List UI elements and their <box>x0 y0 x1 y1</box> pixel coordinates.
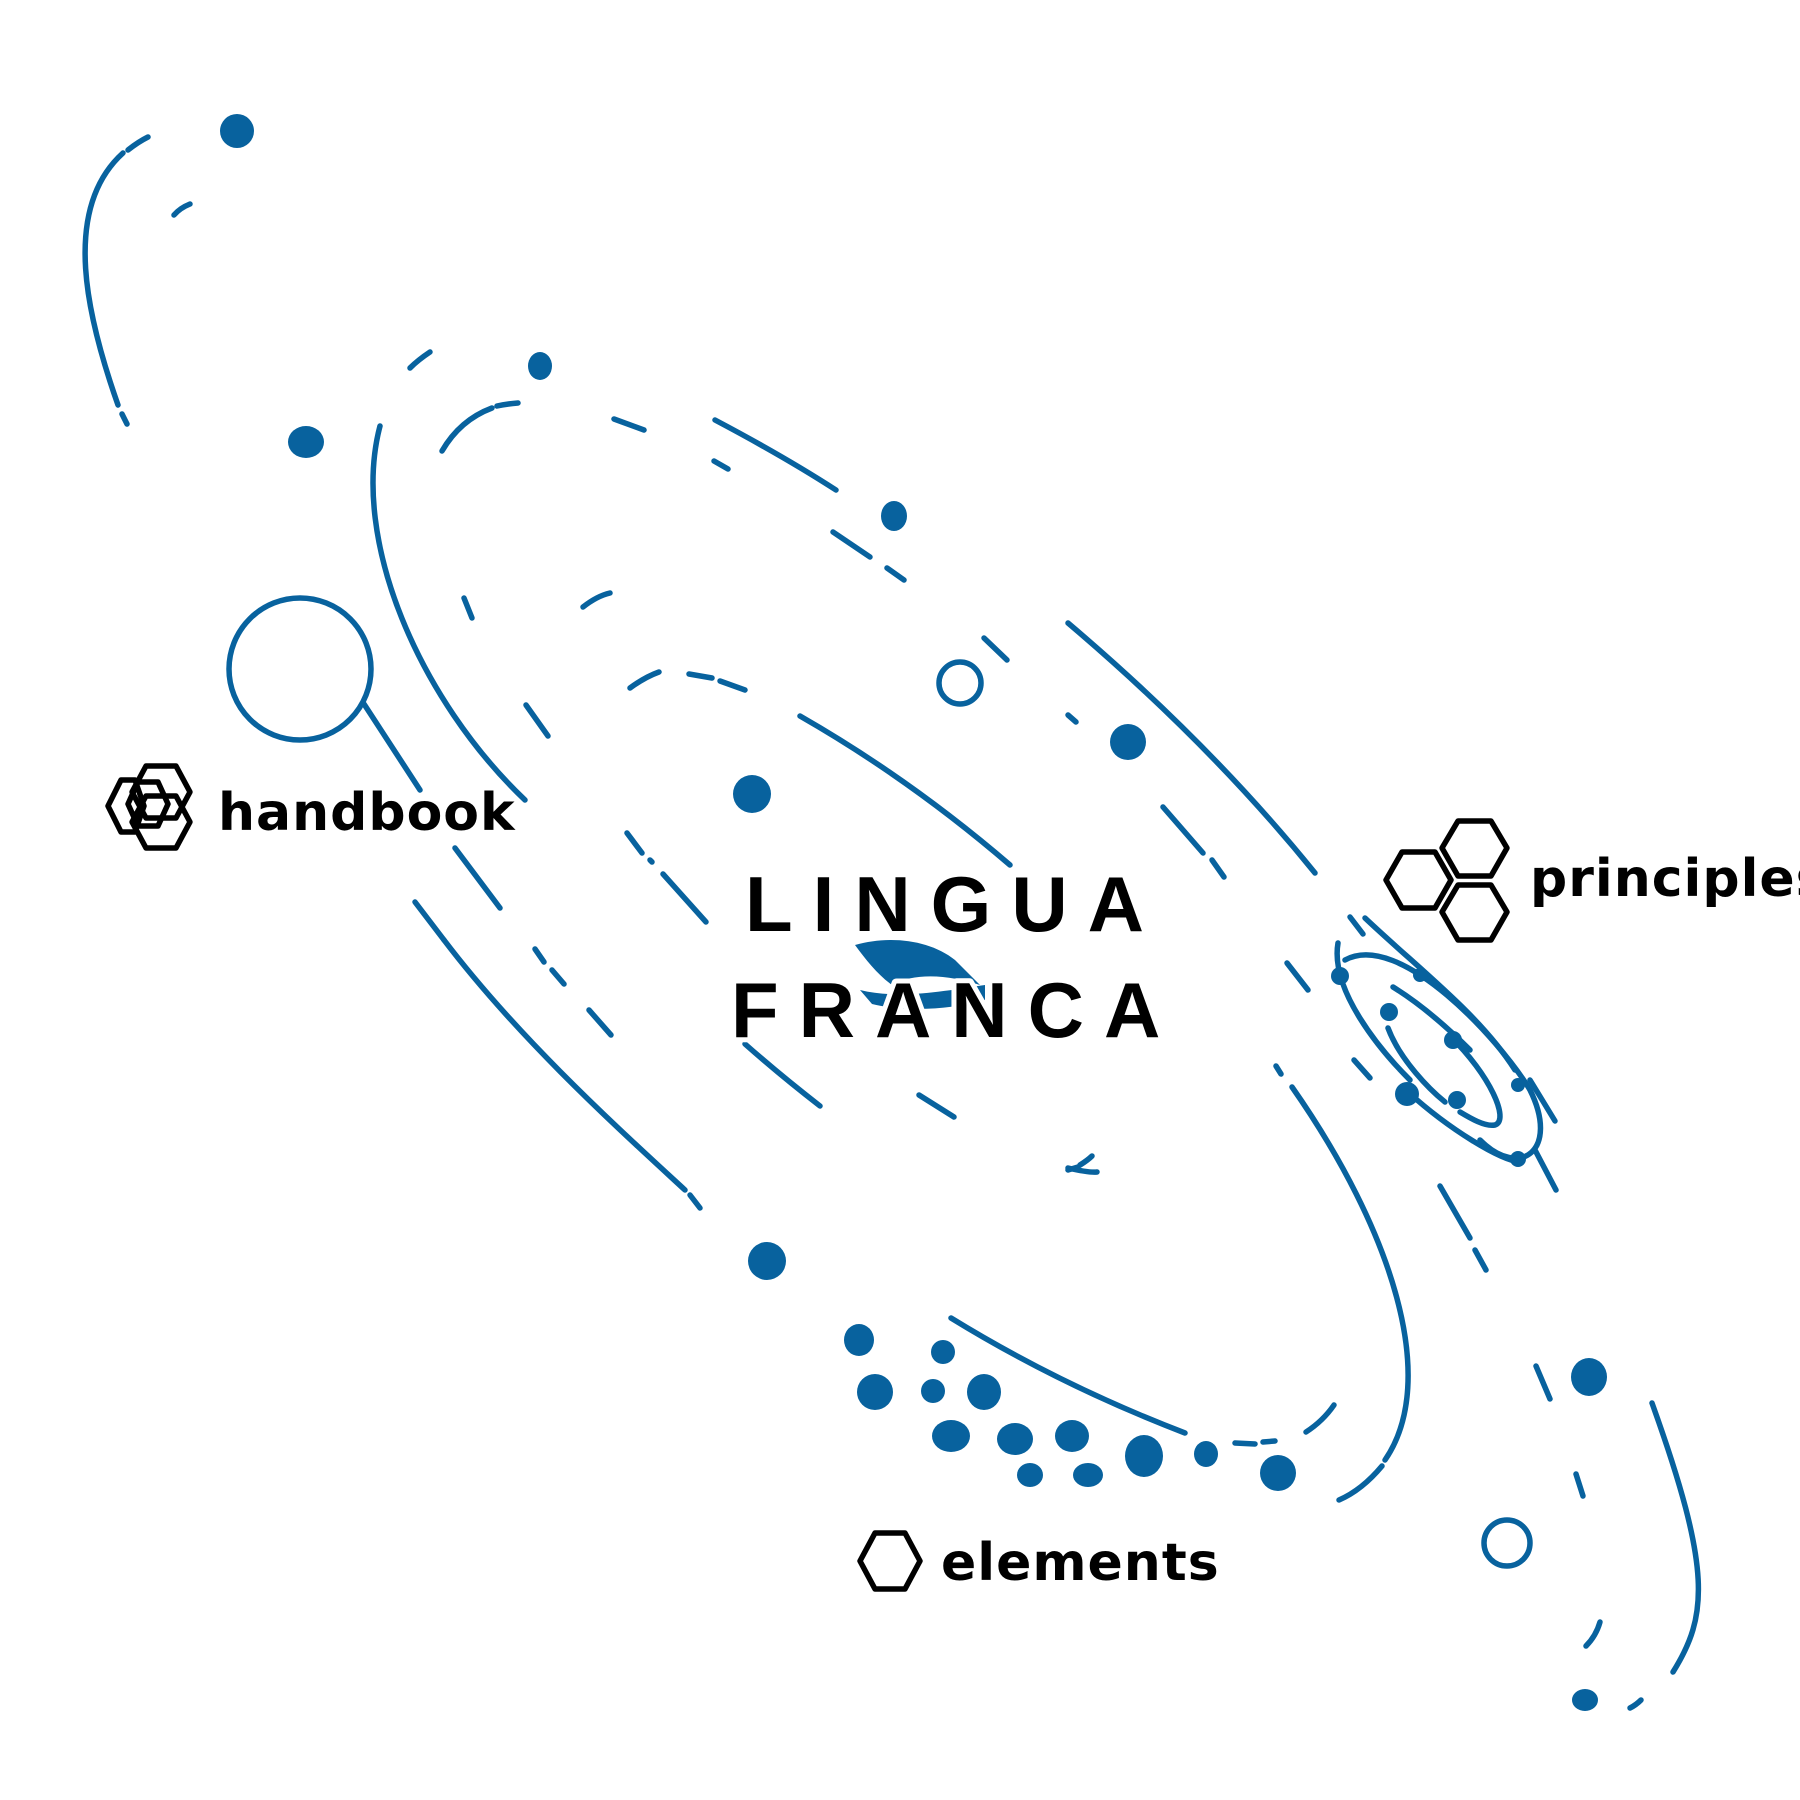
page-title: LINGUA FRANCA <box>726 855 1180 1059</box>
title-line-1: LINGUA <box>745 860 1164 948</box>
magnifier-icon <box>226 595 423 793</box>
orbit-ring-3 <box>439 400 1366 1447</box>
orbit-dots <box>220 114 1607 1711</box>
handbook-label[interactable]: handbook <box>214 779 519 847</box>
elements-label[interactable]: elements <box>937 1529 1223 1597</box>
small-ellipse-system <box>1334 915 1558 1165</box>
orbit-ring-2 <box>370 349 1559 1503</box>
center-swoosh <box>855 940 985 1009</box>
elements-node[interactable]: elements <box>857 1529 1223 1597</box>
outer-orbit <box>82 134 1702 1711</box>
hexagon-cluster-icon <box>1383 818 1510 943</box>
handbook-node[interactable]: handbook <box>105 763 519 851</box>
single-hexagon-icon <box>857 1530 923 1592</box>
principles-label[interactable]: principles <box>1526 845 1800 913</box>
principles-node[interactable]: principles <box>1383 818 1800 943</box>
title-line-2: FRANCA <box>731 966 1180 1054</box>
overlapping-hexagons-icon <box>105 763 193 851</box>
inner-orbit <box>580 590 1100 1175</box>
hollow-rings <box>936 659 1533 1569</box>
